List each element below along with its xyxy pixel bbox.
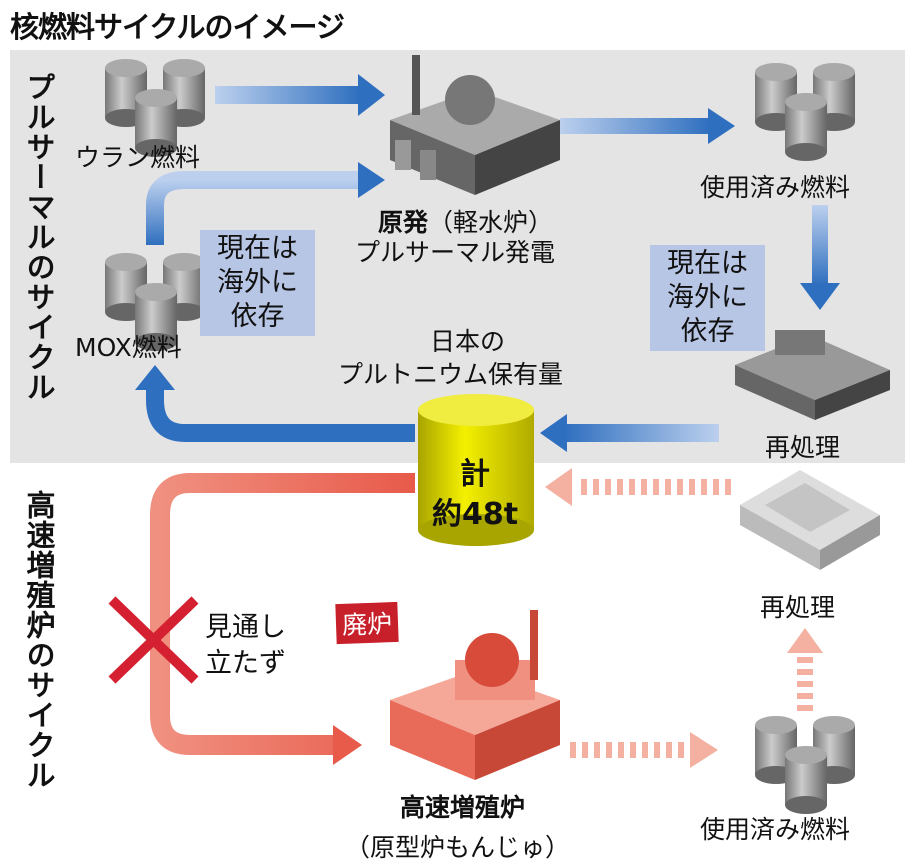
dotted-arrow-spent-to-reprocess	[787, 628, 823, 711]
label-pluthermal-power: プルサーマル発電	[355, 238, 556, 267]
label-monju: （原型炉もんじゅ）	[345, 833, 571, 862]
label-reprocessing-top: 再処理	[765, 433, 841, 462]
arrow-stock-to-fbr	[150, 473, 415, 765]
nuclear-plant-icon	[390, 55, 560, 195]
dotted-arrow-reprocess-to-stock	[545, 468, 731, 506]
arrow-reprocess-to-stock	[540, 414, 719, 452]
total-amount-group: 計約48t	[425, 455, 525, 535]
label-spent-fuel-top: 使用済み燃料	[700, 173, 851, 202]
page-title: 核燃料サイクルのイメージ	[10, 10, 345, 44]
label-reprocessing-bottom: 再処理	[760, 593, 836, 622]
arrow-uranium-to-plant	[215, 74, 385, 116]
label-decommission: 廃炉	[335, 601, 399, 645]
label-plant-group: 原発（軽水炉）	[378, 203, 553, 239]
dotted-arrow-fbr-to-spent	[570, 732, 718, 768]
label-plant-type: （軽水炉）	[428, 208, 554, 237]
fast-breeder-reactor-icon	[390, 610, 560, 780]
section-label-pluthermal: プルサーマルのサイクル	[22, 72, 56, 402]
arrow-plant-to-spent	[560, 108, 735, 144]
label-plant: 原発	[378, 208, 429, 237]
spent-fuel-bottom-icon	[755, 716, 855, 814]
note-overseas-left: 現在は海外に依存	[200, 230, 315, 336]
reprocessing-plant-bottom-icon	[740, 470, 880, 570]
note-overseas-right: 現在は海外に依存	[650, 245, 765, 351]
label-fbr: 高速増殖炉	[400, 793, 526, 822]
label-total-amount: 約48t	[431, 497, 519, 532]
cross-mark-icon	[108, 596, 199, 684]
spent-fuel-top-icon	[755, 63, 855, 161]
arrow-spent-to-reprocess	[800, 205, 840, 310]
section-label-fbr: 高速増殖炉のサイクル	[22, 490, 56, 790]
label-no-outlook: 見通し立たず	[205, 612, 286, 679]
label-spent-fuel-bottom: 使用済み燃料	[700, 815, 851, 844]
label-mox-fuel: MOX燃料	[75, 333, 182, 362]
plutonium-stock-icon	[418, 394, 534, 546]
label-uranium-fuel: ウラン燃料	[75, 143, 201, 172]
reprocessing-plant-icon	[735, 330, 890, 420]
label-total: 計	[460, 457, 490, 492]
label-pu-holding-2: プルトニウム保有量	[338, 360, 564, 389]
label-pu-holding-1: 日本の	[430, 327, 506, 356]
arrow-stock-to-mox	[135, 365, 415, 442]
arrow-mox-to-plant	[146, 162, 385, 245]
